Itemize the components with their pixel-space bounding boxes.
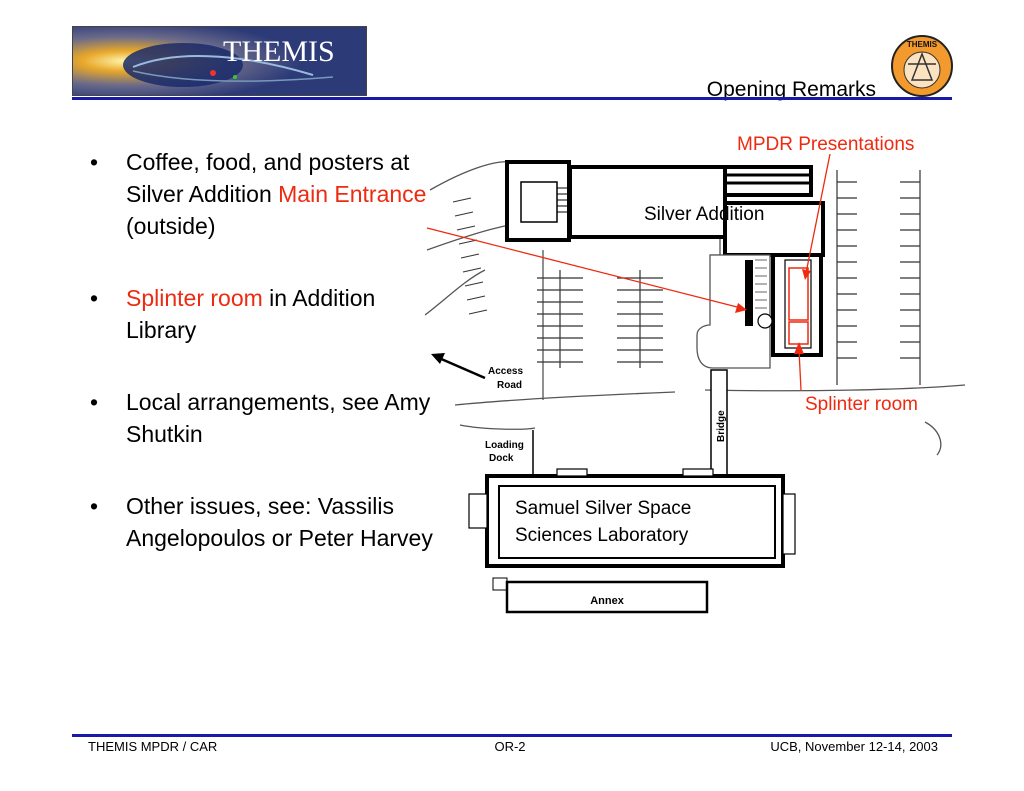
ssl-label-line2: Sciences Laboratory: [515, 525, 689, 546]
silver-addition-building: [505, 160, 825, 369]
access-road-label-line1: Access: [488, 366, 523, 377]
annex-label: Annex: [590, 595, 625, 607]
splinter-pointer-line: [798, 349, 802, 391]
header-rule: [72, 97, 952, 100]
bullet-item: •Coffee, food, and posters at Silver Add…: [90, 149, 427, 239]
bullet-item: •Local arrangements, see Amy Shutkin: [90, 389, 431, 447]
access-road-arrow: [431, 353, 486, 380]
bullet-item: • Splinter room in Addition Library: [90, 285, 376, 343]
loading-dock-label-line2: Dock: [489, 453, 514, 464]
bridge-label: Bridge: [716, 410, 727, 442]
themis-banner-logo: THEMIS: [72, 26, 367, 96]
annex-building: Annex: [492, 577, 709, 614]
loading-dock-label-line1: Loading: [485, 440, 524, 451]
parking-lot-left: [452, 197, 488, 315]
logo-wordmark: THEMIS: [223, 35, 335, 68]
campus-map: Bridge Samuel Silver Space Sciences Labo…: [424, 130, 985, 625]
mpdr-presentations-label: MPDR Presentations: [737, 134, 914, 155]
themis-seal-logo: THEMIS: [890, 32, 954, 100]
splinter-room-label: Splinter room: [805, 394, 918, 415]
ssl-building: Samuel Silver Space Sciences Laboratory: [468, 468, 796, 568]
bullet-item: •Other issues, see: Vassilis Angelopoulo…: [90, 493, 433, 551]
slide-title: Opening Remarks: [706, 78, 876, 101]
seal-text: THEMIS: [907, 40, 938, 49]
main-entrance-pointer-line: [426, 227, 742, 309]
footer-left-text: THEMIS MPDR / CAR: [88, 739, 218, 754]
silver-addition-label: Silver Addition: [644, 204, 764, 225]
footer-rule: [72, 734, 952, 737]
access-road-label-line2: Road: [497, 380, 522, 391]
ssl-label-line1: Samuel Silver Space: [515, 498, 691, 519]
mpdr-pointer-line: [805, 153, 831, 274]
parking-lot-right: [836, 170, 921, 385]
parking-rows-center: [537, 270, 663, 368]
footer-right-text: UCB, November 12-14, 2003: [770, 739, 938, 754]
footer-slide-number: OR-2: [494, 739, 526, 754]
bullet-list: •Coffee, food, and posters at Silver Add…: [90, 146, 440, 594]
